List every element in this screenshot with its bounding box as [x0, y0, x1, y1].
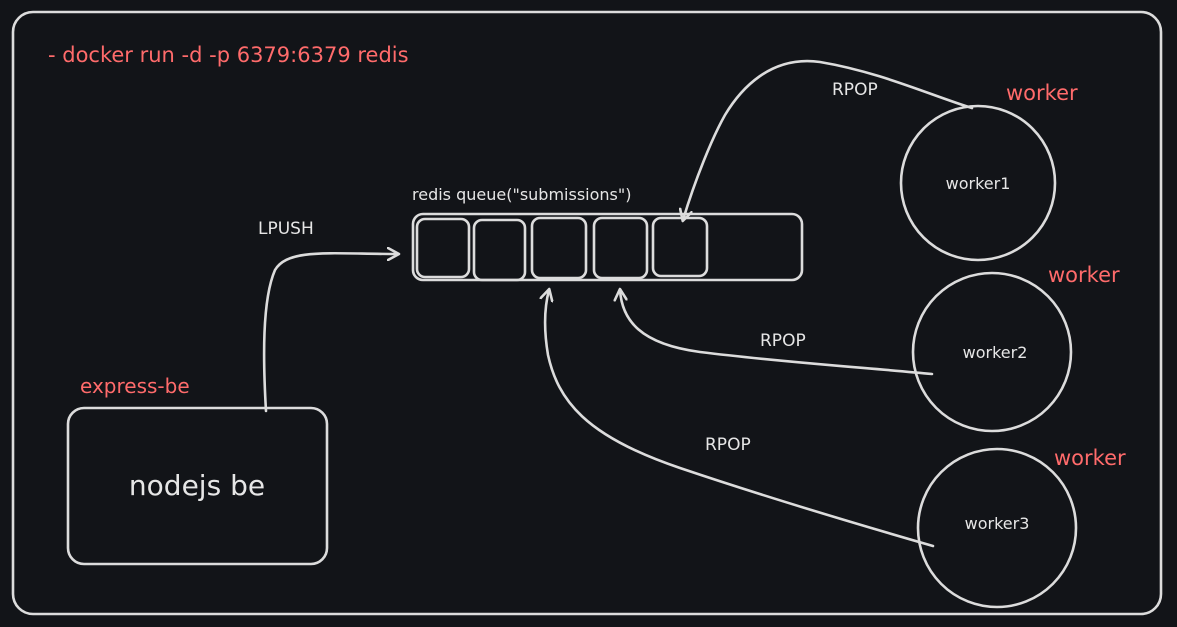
worker3-circle: [916, 447, 1078, 609]
worker1-group-label: worker: [1006, 81, 1078, 105]
worker2-label: worker2: [963, 343, 1028, 362]
worker2-circle: [911, 271, 1073, 433]
rpop-arrow-worker1: [683, 59, 974, 220]
nodejs-be-box: [66, 406, 329, 566]
worker2-group-label: worker: [1048, 263, 1120, 287]
rpop-label-worker3: RPOP: [705, 435, 751, 455]
redis-queue-box: [411, 212, 804, 282]
rpop-label-worker2: RPOP: [760, 331, 806, 351]
worker3-label: worker3: [965, 514, 1030, 533]
queue-slots: [415, 216, 709, 282]
rpop-label-worker1: RPOP: [832, 80, 878, 100]
queue-slot: [415, 217, 471, 279]
worker1-label: worker1: [946, 174, 1011, 193]
queue-slot: [651, 216, 709, 278]
worker1-circle: [899, 104, 1057, 262]
lpush-label: LPUSH: [258, 219, 314, 239]
queue-slot: [592, 216, 649, 280]
express-be-label: express-be: [80, 374, 190, 398]
rpop-arrow-worker2: [620, 290, 934, 376]
docker-command-text: - docker run -d -p 6379:6379 redis: [48, 43, 409, 67]
rpop-arrow-worker3: [545, 290, 935, 548]
canvas-frame: [11, 10, 1163, 616]
redis-queue-label: redis queue("submissions"): [412, 185, 631, 204]
queue-slot: [472, 218, 527, 282]
queue-slot: [530, 216, 588, 280]
lpush-arrow: [262, 253, 398, 413]
nodejs-be-label: nodejs be: [129, 469, 265, 502]
worker3-group-label: worker: [1054, 446, 1126, 470]
